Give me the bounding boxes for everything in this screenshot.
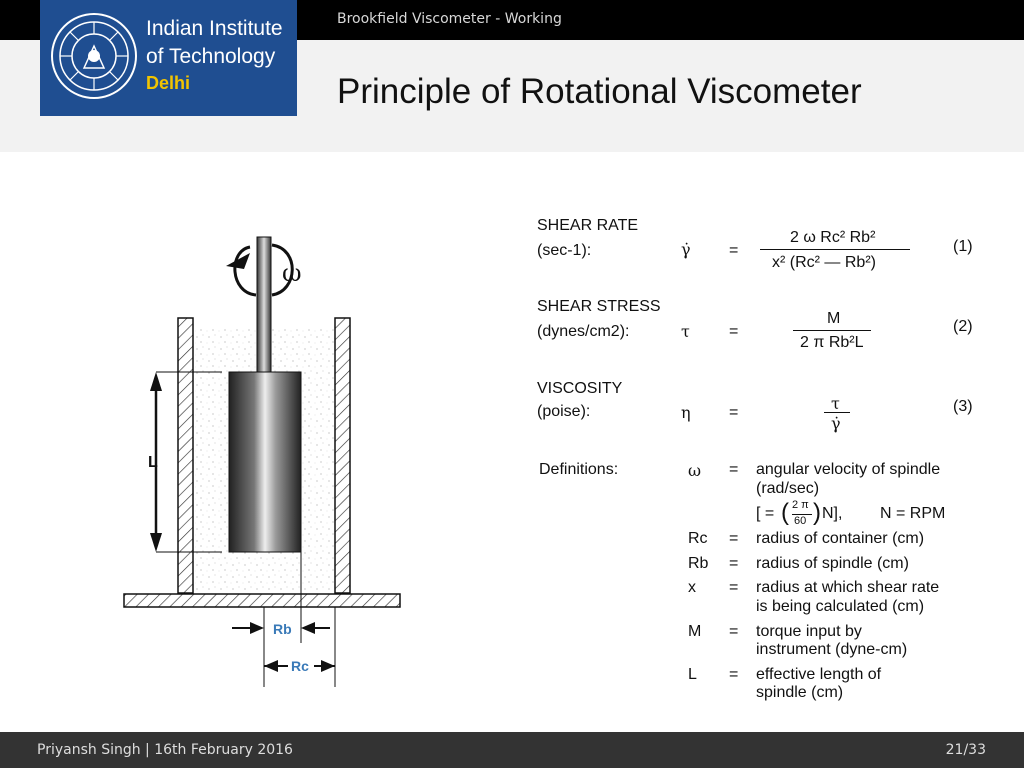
def-rb-symbol: Rb	[688, 555, 709, 572]
spindle-cylinder	[228, 371, 302, 553]
def-l-text-2: spindle (cm)	[756, 684, 844, 701]
container-wall-right	[334, 317, 351, 594]
def-omega-unit: (rad/sec)	[756, 480, 820, 497]
omega-formula-frac-den: 60	[794, 515, 807, 527]
container-wall-left	[177, 317, 194, 594]
def-rc-symbol: Rc	[688, 530, 708, 547]
shear-rate-fraction-bar	[760, 249, 910, 250]
footer-bar: Priyansh Singh | 16th February 2016 21/3…	[0, 732, 1024, 768]
rb-label: Rb	[273, 621, 292, 637]
def-m-symbol: M	[688, 623, 702, 640]
omega-formula-paren-right: )	[813, 499, 821, 526]
shear-rate-label: SHEAR RATE	[537, 217, 639, 234]
def-l-symbol: L	[688, 666, 697, 683]
slide-title: Principle of Rotational Viscometer	[337, 72, 862, 111]
def-rb-text: radius of spindle (cm)	[756, 555, 909, 572]
base-plate	[123, 593, 401, 608]
omega-formula-paren-left: (	[781, 499, 789, 526]
def-x-symbol: x	[688, 579, 696, 596]
def-x-equals: =	[729, 579, 739, 596]
def-m-text: torque input by	[756, 623, 862, 640]
logo-line-1: Indian Institute	[146, 17, 283, 40]
def-x-text: radius at which shear rate	[756, 579, 940, 596]
definitions-heading: Definitions:	[539, 461, 619, 478]
equation-number-3: (3)	[953, 398, 973, 415]
shear-stress-fraction-bar	[793, 330, 871, 331]
def-rb-equals: =	[729, 555, 739, 572]
def-l-text: effective length of	[756, 666, 882, 683]
iit-delhi-logo: Indian Institute of Technology Delhi	[40, 0, 297, 116]
def-m-equals: =	[729, 623, 739, 640]
rc-label: Rc	[291, 658, 309, 674]
omega-formula-open: [ =	[756, 505, 775, 522]
shear-stress-equals: =	[729, 323, 739, 340]
def-omega-text: angular velocity of spindle	[756, 461, 941, 478]
viscosity-label: VISCOSITY	[537, 380, 623, 397]
equation-number-2: (2)	[953, 318, 973, 335]
section-title: Brookfield Viscometer - Working	[337, 11, 562, 27]
viscometer-diagram: ω L Rb Rc	[123, 236, 401, 687]
viscosity-symbol: η	[681, 403, 691, 422]
logo-line-2: of Technology	[146, 45, 276, 68]
rotation-arrow	[271, 243, 294, 297]
def-omega-symbol: ω	[688, 461, 702, 480]
spindle-shaft	[256, 236, 272, 373]
viscosity-denominator: γ̇	[831, 414, 841, 433]
logo-line-3: Delhi	[146, 73, 191, 93]
viscosity-equals: =	[729, 404, 739, 421]
viscosity-numerator: τ	[831, 394, 840, 413]
page-number: 21/33	[945, 742, 986, 758]
shear-stress-symbol: τ	[681, 322, 690, 341]
shear-rate-numerator: 2 ω Rc² Rb²	[790, 229, 876, 246]
shear-rate-denominator: x² (Rc² — Rb²)	[772, 254, 876, 271]
omega-formula-close: N],	[822, 505, 843, 522]
institute-emblem-icon	[51, 13, 137, 99]
omega-formula-frac-bar	[792, 514, 812, 515]
equation-number-1: (1)	[953, 238, 973, 255]
omega-label: ω	[282, 259, 302, 287]
viscosity-unit: (poise):	[537, 403, 591, 420]
shear-rate-symbol: γ̇	[681, 240, 691, 259]
def-m-text-2: instrument (dyne-cm)	[756, 641, 908, 658]
viscosity-fraction-bar	[824, 412, 850, 413]
def-rc-text: radius of container (cm)	[756, 530, 925, 547]
omega-formula-frac-num: 2 π	[792, 499, 809, 511]
footer-author-date: Priyansh Singh | 16th February 2016	[37, 742, 293, 758]
shear-stress-numerator: M	[827, 310, 841, 327]
shear-rate-equals: =	[729, 242, 739, 259]
shear-stress-label: SHEAR STRESS	[537, 298, 661, 315]
def-x-text-2: is being calculated (cm)	[756, 598, 925, 615]
def-omega-equals: =	[729, 461, 739, 478]
length-label: L	[148, 454, 158, 471]
shear-stress-denominator: 2 π Rb²L	[800, 334, 864, 351]
shear-stress-unit: (dynes/cm2):	[537, 323, 630, 340]
shear-rate-unit: (sec-1):	[537, 242, 592, 259]
omega-formula-rpm: N = RPM	[880, 505, 946, 522]
def-l-equals: =	[729, 666, 739, 683]
def-rc-equals: =	[729, 530, 739, 547]
